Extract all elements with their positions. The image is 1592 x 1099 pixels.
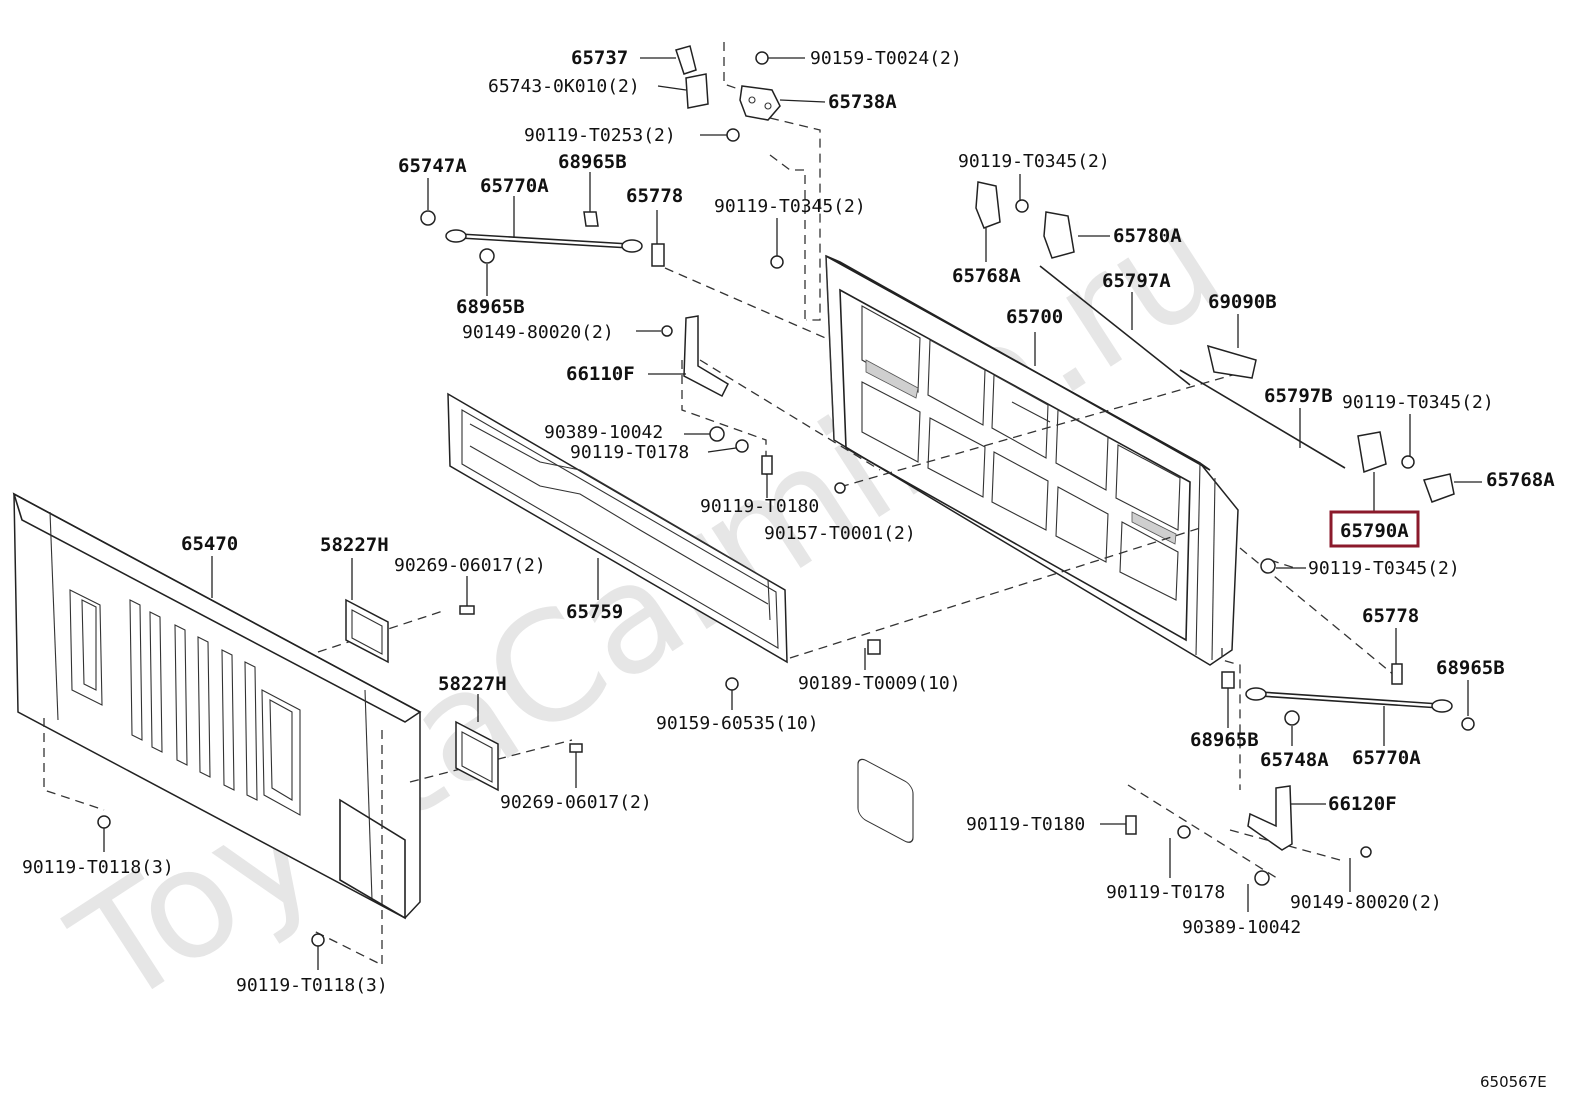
label-65770a-low[interactable]: 65770A: [1352, 747, 1421, 769]
label-90119-t0345-d[interactable]: 90119-T0345(2): [1308, 558, 1460, 579]
label-90269-06017-bottom[interactable]: 90269-06017(2): [500, 792, 652, 813]
label-66120f[interactable]: 66120F: [1328, 793, 1397, 815]
label-65470[interactable]: 65470: [181, 533, 238, 555]
label-90119-t0345-b[interactable]: 90119-T0345(2): [958, 151, 1110, 172]
figure-code: 650567E: [1480, 1073, 1547, 1091]
assembly-guide-lines: [43, 42, 1401, 967]
label-68965b-mid[interactable]: 68965B: [456, 296, 525, 318]
label-58227h-bottom[interactable]: 58227H: [438, 673, 507, 695]
label-90189-t0009[interactable]: 90189-T0009(10): [798, 673, 961, 694]
label-65748a[interactable]: 65748A: [1260, 749, 1329, 771]
label-65747a[interactable]: 65747A: [398, 155, 467, 177]
tailgate-inner-65700: [825, 254, 1239, 843]
label-90157-t0001[interactable]: 90157-T0001(2): [764, 523, 916, 544]
label-90119-t0345-c[interactable]: 90119-T0345(2): [1342, 392, 1494, 413]
label-65790a[interactable]: 65790A: [1340, 520, 1409, 542]
label-90149-80020-top[interactable]: 90149-80020(2): [462, 322, 614, 343]
label-68965b-right[interactable]: 68965B: [1436, 657, 1505, 679]
label-90119-t0178-top[interactable]: 90119-T0178: [570, 442, 689, 463]
label-65700[interactable]: 65700: [1006, 306, 1063, 328]
label-65797b[interactable]: 65797B: [1264, 385, 1333, 407]
small-parts: [97, 45, 1475, 947]
label-90119-t0118-bottom[interactable]: 90119-T0118(3): [236, 975, 388, 996]
label-90269-06017-top[interactable]: 90269-06017(2): [394, 555, 546, 576]
label-65778-top[interactable]: 65778: [626, 185, 683, 207]
label-90119-t0118-left[interactable]: 90119-T0118(3): [22, 857, 174, 878]
label-90119-t0178-low[interactable]: 90119-T0178: [1106, 882, 1225, 903]
label-90389-10042-top[interactable]: 90389-10042: [544, 422, 663, 443]
trim-panel-65759: [447, 392, 788, 664]
label-90159-t0024[interactable]: 90159-T0024(2): [810, 48, 962, 69]
label-65759[interactable]: 65759: [566, 601, 623, 623]
label-65797a[interactable]: 65797A: [1102, 270, 1171, 292]
label-68965b-low[interactable]: 68965B: [1190, 729, 1259, 751]
label-90119-t0180-top[interactable]: 90119-T0180: [700, 496, 819, 517]
label-90149-80020-low[interactable]: 90149-80020(2): [1290, 892, 1442, 913]
label-66110f[interactable]: 66110F: [566, 363, 635, 385]
label-69090b[interactable]: 69090B: [1208, 291, 1277, 313]
label-65778-right[interactable]: 65778: [1362, 605, 1419, 627]
label-65770a-top[interactable]: 65770A: [480, 175, 549, 197]
label-90159-60535[interactable]: 90159-60535(10): [656, 713, 819, 734]
leader-lines: [103, 57, 1482, 970]
part-labels: 65737 65743-0K010(2) 90159-T0024(2) 6573…: [22, 47, 1555, 996]
tailgate-outer-panel-65470: [12, 492, 422, 920]
label-65737[interactable]: 65737: [571, 47, 628, 69]
label-90119-t0253[interactable]: 90119-T0253(2): [524, 125, 676, 146]
label-65738a[interactable]: 65738A: [828, 91, 897, 113]
label-65768a-top[interactable]: 65768A: [952, 265, 1021, 287]
highlight-box: [1329, 510, 1420, 548]
label-90389-10042-low[interactable]: 90389-10042: [1182, 917, 1301, 938]
label-58227h-top[interactable]: 58227H: [320, 534, 389, 556]
label-90119-t0180-low[interactable]: 90119-T0180: [966, 814, 1085, 835]
label-90119-t0345-a[interactable]: 90119-T0345(2): [714, 196, 866, 217]
label-65743-0k010[interactable]: 65743-0K010(2): [488, 76, 640, 97]
label-65768a-right[interactable]: 65768A: [1486, 469, 1555, 491]
label-68965b-top[interactable]: 68965B: [558, 151, 627, 173]
label-65780a[interactable]: 65780A: [1113, 225, 1182, 247]
